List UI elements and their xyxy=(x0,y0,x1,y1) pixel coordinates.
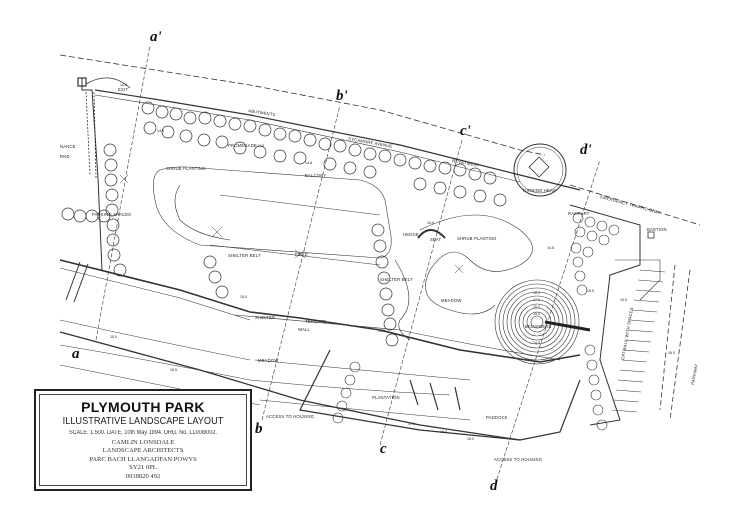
label-turning-head: TURNING HEAD xyxy=(522,188,556,193)
parkway-line xyxy=(669,269,691,421)
label-ground: RND xyxy=(60,154,70,159)
label-paddock: PADDOCK xyxy=(486,415,508,420)
label-parkway: PARKWAY xyxy=(690,363,699,385)
spot-height: 14.8 xyxy=(305,161,312,165)
section-marker-c-top: c' xyxy=(460,123,471,139)
spot-height: 16.5 xyxy=(170,368,177,372)
section-line-b xyxy=(261,104,341,421)
label-terrace: TERRACE xyxy=(305,319,326,324)
label-meadow-2: MEADOW xyxy=(258,358,279,363)
section-marker-d-top: d' xyxy=(580,142,592,158)
label-bastion: BASTION xyxy=(647,227,667,232)
label-wall: WALL xyxy=(298,327,311,332)
label-shelter-belt-1: SHELTER BELT xyxy=(228,253,261,258)
firm-line: CAMLIN LONSDALE xyxy=(111,439,175,446)
parking-bays xyxy=(611,269,666,413)
exit-post xyxy=(77,77,87,87)
belvedere-mound xyxy=(494,279,580,365)
firm-line: 0938820 492 xyxy=(125,472,161,480)
label-plantation: PLANTATION xyxy=(372,395,400,400)
section-line-c xyxy=(379,139,463,446)
label-rampart: RAMPART xyxy=(568,211,590,216)
label-access-housing-1: ACCESS TO HOUSING xyxy=(266,414,314,419)
label-abutments: ABUTMENTS xyxy=(248,108,276,117)
spot-height: 15.0 xyxy=(240,295,247,299)
label-revetment: REVETMENT xyxy=(452,158,480,168)
spot-height: 14.8 xyxy=(120,83,127,87)
label-promenade: PROMENADE xyxy=(228,143,257,148)
spot-height: 15.5 xyxy=(427,221,434,225)
firm-line: PARC BACH LLANGADFAN POWYS xyxy=(89,455,197,463)
section-line-d xyxy=(494,159,601,486)
seat-arc xyxy=(417,229,446,239)
spot-height: 14.8 xyxy=(257,144,264,148)
spot-height: 14.5 xyxy=(547,246,554,250)
spot-height: 14.0 xyxy=(378,329,385,333)
drawing-title: PLYMOUTH PARK xyxy=(81,399,205,415)
label-balcony: BALCONY xyxy=(305,173,326,178)
label-hedge: HEDGE xyxy=(403,232,419,237)
label-belvedere: BELVEDERE xyxy=(525,324,552,329)
spot-height: 14.8 xyxy=(157,129,164,133)
spot-height: 17.0 xyxy=(408,422,415,426)
emergency-road-line xyxy=(569,184,701,226)
west-shelter-belt-trees xyxy=(61,143,229,299)
mound-height: 18.0 xyxy=(533,291,540,295)
west-boundary-wall xyxy=(81,78,103,271)
north-wall xyxy=(94,89,581,191)
south-boundary xyxy=(59,331,521,441)
label-seat: SEAT xyxy=(430,237,442,242)
label-maintenance: NANCE xyxy=(60,144,76,149)
mound-height: 17.0 xyxy=(533,298,540,302)
field-boundary xyxy=(153,166,392,259)
spot-height: 16.0 xyxy=(440,430,447,434)
label-shrub-planting-1: SHRUB PLANTING xyxy=(166,166,206,171)
firm-line: LANDSCAPE ARCHITECTS xyxy=(102,447,184,455)
label-access-housing-2: ACCESS TO HOUSING xyxy=(494,457,542,462)
label-shelter: SHELTER xyxy=(255,315,275,320)
turning-head-circle xyxy=(513,143,567,197)
section-line-a xyxy=(95,44,151,341)
section-marker-b-bottom: b xyxy=(255,421,263,437)
spot-height: 16.0 xyxy=(668,351,675,355)
title-block-inner: PLYMOUTH PARK ILLUSTRATIVE LANDSCAPE LAY… xyxy=(39,394,247,486)
label-field: FIELD xyxy=(295,252,308,257)
drawing-subtitle: ILLUSTRATIVE LANDSCAPE LAYOUT xyxy=(62,416,224,427)
spot-height: 15.5 xyxy=(620,298,627,302)
sycamore-avenue-trees xyxy=(141,101,507,207)
label-catwalk: CATWALK WITH SPACES xyxy=(620,307,634,360)
plantation-enclosure xyxy=(299,349,581,441)
east-parking-area xyxy=(569,204,641,426)
spot-height: 15.0 xyxy=(110,335,117,339)
section-marker-b-top: b' xyxy=(336,88,348,104)
bastion-marker xyxy=(647,231,655,239)
section-marker-d-bottom: d xyxy=(490,478,498,494)
plantation-trees xyxy=(332,344,608,431)
meadow-boundary xyxy=(419,214,533,315)
section-marker-c-bottom: c xyxy=(380,441,387,457)
label-shrub-planting-2: SHRUB PLANTING xyxy=(457,236,497,241)
mound-height: 14.5 xyxy=(533,341,540,345)
label-meadow-1: MEADOW xyxy=(441,298,462,303)
west-ramp xyxy=(65,261,89,303)
section-marker-a-top: a' xyxy=(150,29,162,45)
firm-details: CAMLIN LONSDALE LANDSCAPE ARCHITECTS PAR… xyxy=(40,439,246,481)
spot-height: 15.5 xyxy=(587,289,594,293)
spot-height: 15.0 xyxy=(467,437,474,441)
label-shelter-belt-2: SHELTER BELT xyxy=(380,277,413,282)
label-exit: EXIT xyxy=(118,87,128,92)
south-terrace-wall xyxy=(59,259,581,363)
bastion-trees xyxy=(570,212,620,296)
section-marker-a-bottom: a xyxy=(72,346,80,362)
mound-height: 15.0 xyxy=(533,312,540,316)
central-shelter-belt-trees xyxy=(371,223,399,347)
drawing-info: SCALE. 1:500. DATE, 10th May 1994. DRG. … xyxy=(68,430,218,436)
title-block: PLYMOUTH PARK ILLUSTRATIVE LANDSCAPE LAY… xyxy=(34,389,252,491)
firm-line: SY21 0PL xyxy=(129,464,157,472)
label-parking-spaces: PARKING SPACES xyxy=(92,212,131,217)
mound-height: 16.0 xyxy=(533,305,540,309)
north-boundary-line xyxy=(59,54,546,156)
label-emergency-traffic: EMERGENCY TRAFFIC ONLY xyxy=(600,194,662,215)
